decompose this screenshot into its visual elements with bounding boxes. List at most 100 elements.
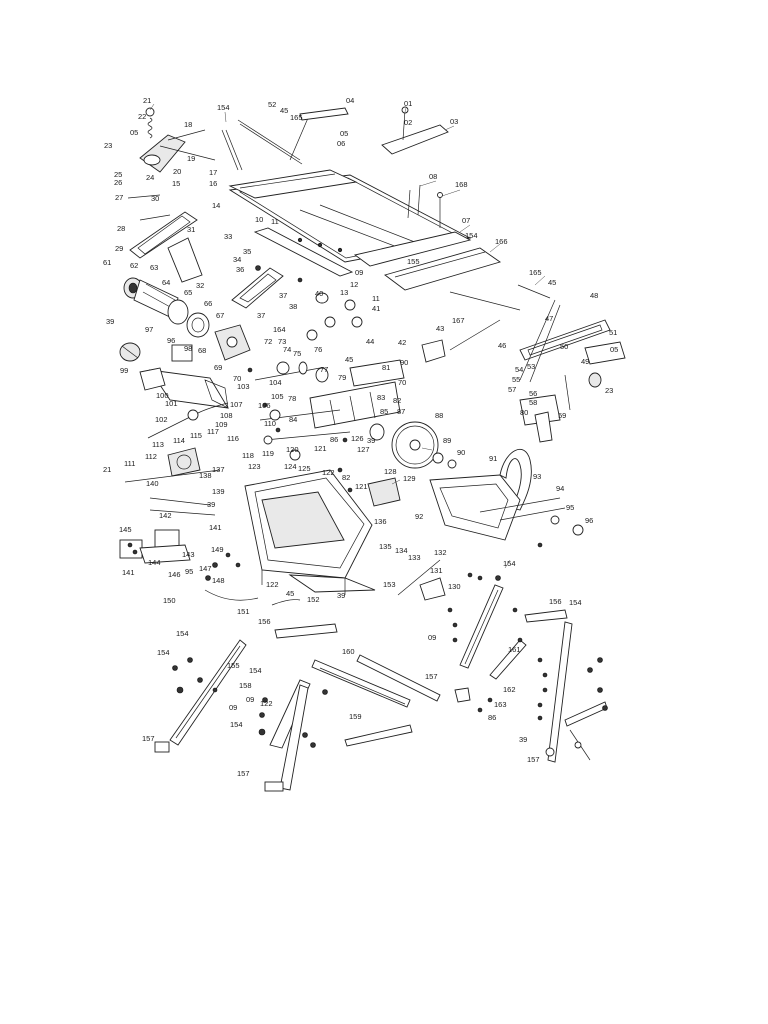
part-label: 40	[315, 289, 323, 298]
part-label: 83	[377, 393, 385, 402]
part-label: 85	[380, 407, 388, 416]
part-label: 138	[199, 471, 212, 480]
part-label: 154	[176, 629, 189, 638]
part-label: 61	[103, 258, 111, 267]
part-label: 39	[207, 500, 215, 509]
part-label: 130	[448, 582, 461, 591]
part-label: 115	[190, 431, 202, 440]
part-label: 154	[157, 648, 170, 657]
part-label: 156	[258, 617, 271, 626]
right-leg-assembly	[454, 584, 608, 763]
part-label: 135	[379, 542, 392, 551]
part-label: 97	[145, 325, 153, 334]
part-label: 154	[249, 666, 262, 675]
part-label: 165	[290, 113, 303, 122]
part-label: 146	[168, 570, 181, 579]
part-label: 90	[400, 358, 408, 367]
part-label: 117	[207, 427, 219, 436]
part-label: 157	[425, 672, 438, 681]
part-label: 17	[209, 168, 217, 177]
part-label: 64	[162, 278, 170, 287]
part-label: 03	[450, 117, 458, 126]
part-label: 157	[527, 755, 540, 764]
part-label: 23	[605, 386, 613, 395]
part-label: 76	[314, 345, 322, 354]
part-label: 11	[271, 217, 279, 226]
part-label: 54	[515, 365, 523, 374]
part-label: 118	[242, 451, 254, 460]
part-label: 125	[298, 464, 311, 473]
part-label: 106	[258, 401, 271, 410]
part-label: 66	[204, 299, 212, 308]
part-label: 107	[230, 400, 243, 409]
part-label: 112	[145, 452, 157, 461]
part-label: 132	[434, 548, 447, 557]
part-label: 30	[151, 194, 159, 203]
part-label: 134	[395, 546, 408, 555]
part-label: 129	[403, 474, 416, 483]
table-top-assembly	[221, 106, 551, 351]
part-label: 18	[184, 120, 192, 129]
part-label: 131	[430, 566, 443, 575]
part-label: 137	[212, 465, 225, 474]
part-label: 09	[229, 703, 237, 712]
part-label: 108	[220, 411, 233, 420]
part-label: 121	[314, 444, 327, 453]
part-label: 38	[289, 302, 297, 311]
part-label: 39	[519, 735, 527, 744]
part-label: 100	[156, 391, 169, 400]
part-label: 150	[163, 596, 176, 605]
part-label: 165	[529, 268, 542, 277]
part-label: 05	[340, 129, 348, 138]
part-label: 159	[349, 712, 362, 721]
part-label: 41	[372, 304, 380, 313]
part-label: 119	[262, 449, 274, 458]
part-label: 103	[237, 382, 250, 391]
part-label: 09	[246, 695, 254, 704]
part-label: 32	[196, 281, 204, 290]
part-label: 72	[264, 337, 272, 346]
part-label: 31	[187, 225, 195, 234]
part-label: 10	[255, 215, 263, 224]
part-label: 53	[527, 362, 535, 371]
part-label: 48	[590, 291, 598, 300]
part-label: 74	[283, 345, 291, 354]
part-label: 45	[286, 589, 294, 598]
part-label: 45	[548, 278, 556, 287]
part-label: 140	[146, 479, 159, 488]
left-guard-assembly	[127, 107, 284, 309]
part-label: 109	[215, 420, 228, 429]
part-label: 82	[393, 396, 401, 405]
part-label: 87	[397, 407, 405, 416]
part-label: 122	[322, 468, 335, 477]
part-label: 20	[173, 167, 181, 176]
part-label: 93	[533, 472, 541, 481]
part-label: 154	[569, 598, 582, 607]
part-label: 05	[130, 128, 138, 137]
part-label: 27	[115, 193, 123, 202]
part-label: 152	[307, 595, 320, 604]
part-label: 116	[227, 434, 239, 443]
part-label: 01	[404, 99, 412, 108]
part-label: 95	[185, 567, 193, 576]
part-label: 33	[224, 232, 232, 241]
part-label: 124	[284, 462, 297, 471]
part-label: 22	[138, 112, 146, 121]
part-label: 157	[142, 734, 155, 743]
part-label: 82	[342, 473, 350, 482]
part-label: 62	[130, 261, 138, 270]
part-label: 153	[383, 580, 396, 589]
part-label: 167	[452, 316, 465, 325]
part-label: 95	[566, 503, 574, 512]
motor-assembly	[119, 277, 251, 409]
part-label: 68	[198, 346, 206, 355]
part-label: 09	[355, 268, 363, 277]
part-label: 46	[498, 341, 506, 350]
part-label: 42	[398, 338, 406, 347]
part-label: 143	[182, 550, 195, 559]
part-label: 86	[488, 713, 496, 722]
part-label: 147	[199, 564, 212, 573]
part-label: 92	[415, 512, 423, 521]
part-label: 26	[114, 178, 122, 187]
